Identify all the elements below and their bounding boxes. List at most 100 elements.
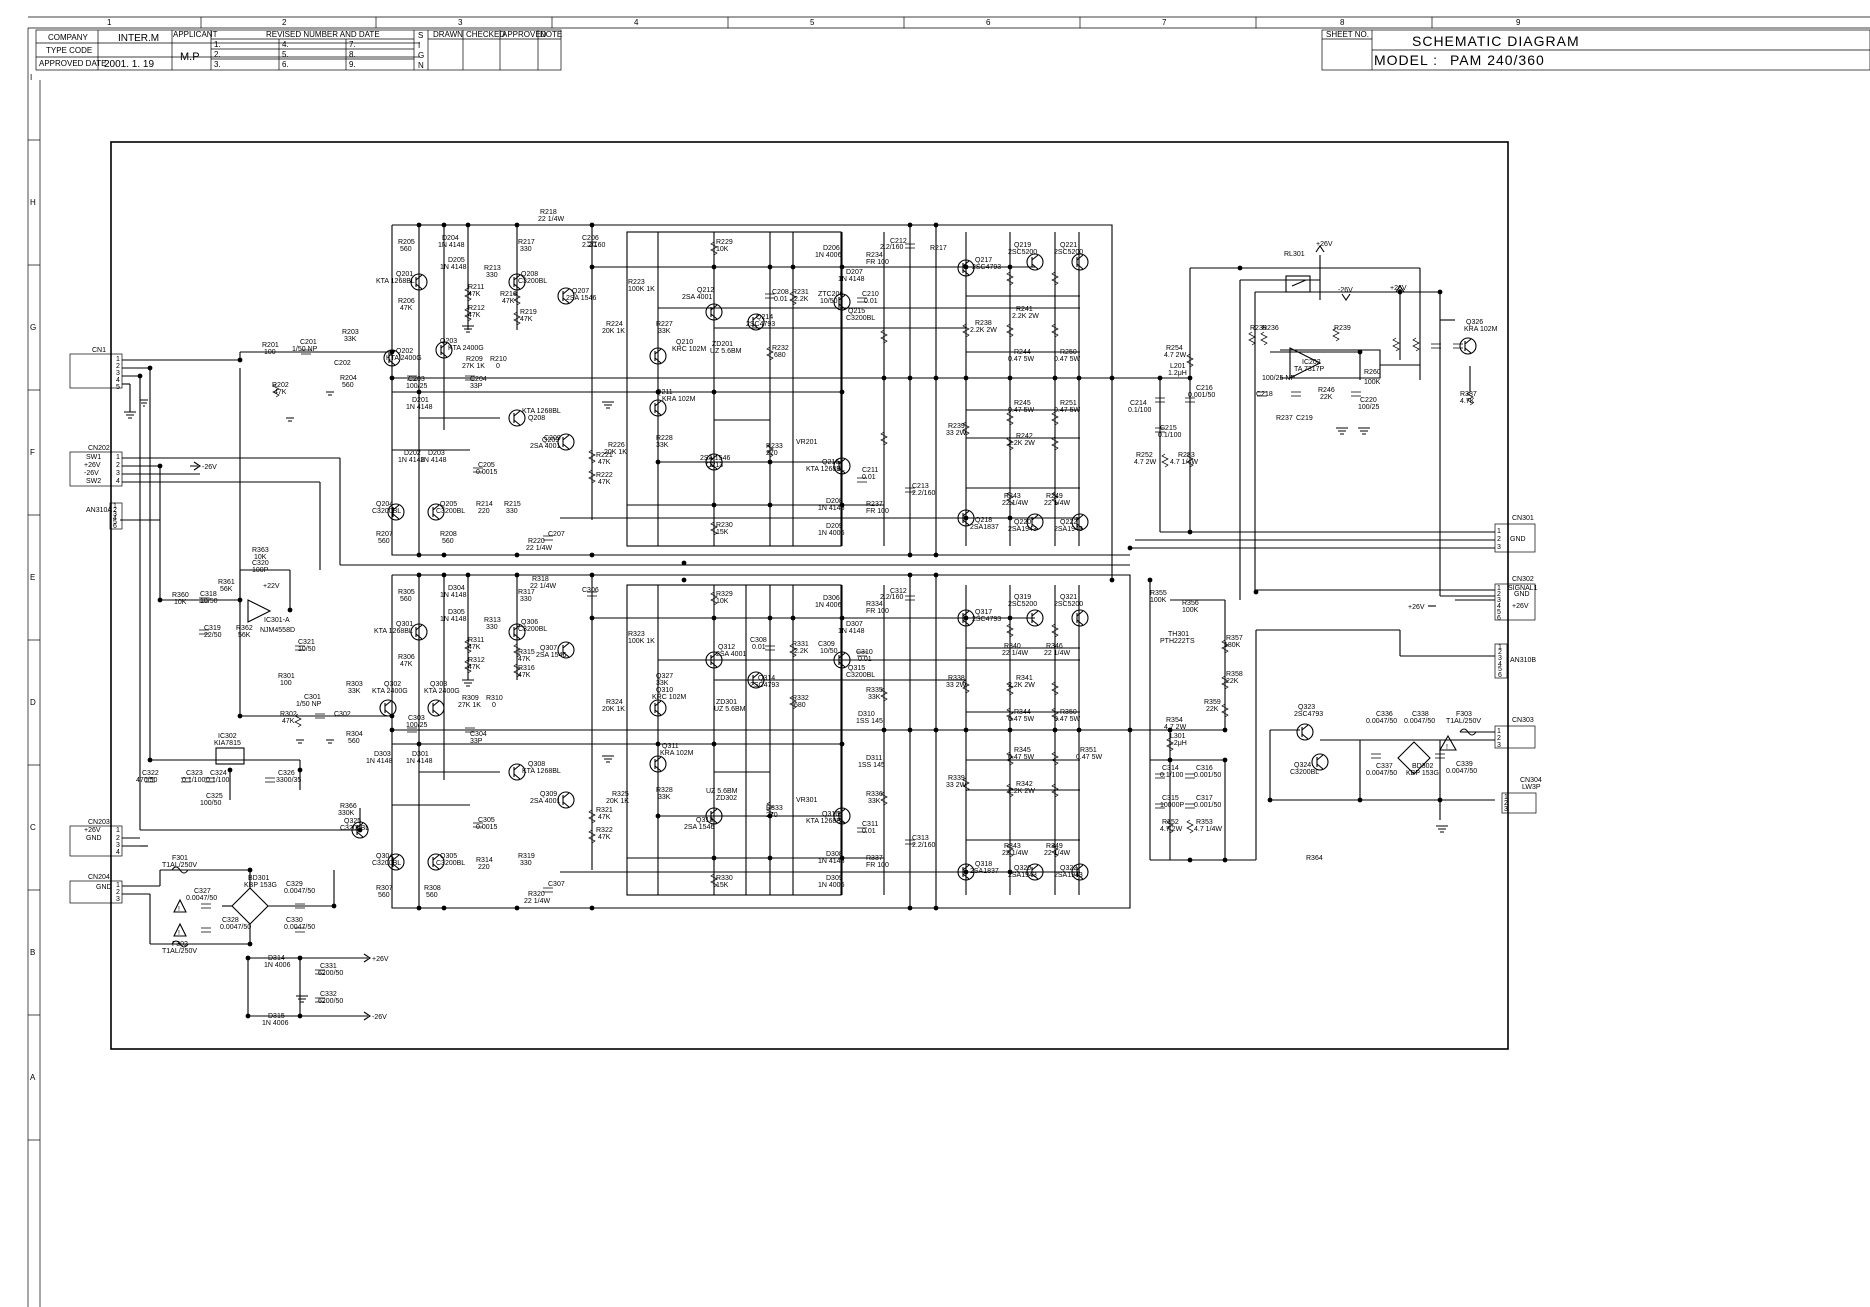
connector-labels: CN1 1 2 3 4 5 CN202 1 2 3 4 SW1 +26V -26… [84, 241, 1542, 1021]
component-label: R325 [612, 791, 629, 798]
cn202-pin3: 3 [116, 470, 120, 477]
component-label: C3200BL [372, 860, 401, 867]
component-label: 1N 4148 [440, 592, 467, 599]
capacitor-symbol [1185, 397, 1195, 403]
component-label: C203 [408, 376, 425, 383]
component-label: VR301 [796, 797, 818, 804]
component-label: 33K [868, 798, 881, 805]
component-label: C313 [912, 835, 929, 842]
component-label: 2SA 1546 [684, 824, 714, 831]
resistor-symbol [962, 421, 970, 436]
resistor-symbol [1051, 436, 1059, 451]
resistor-symbol [880, 431, 888, 446]
component-label: 2.2K 2W [1008, 788, 1035, 795]
component-label: R232 [772, 345, 789, 352]
resistor-symbol [789, 643, 797, 658]
component-label: 220 [478, 864, 490, 871]
junction-dot [514, 905, 520, 911]
resistor-symbol [464, 659, 472, 674]
component-label: Q320 [1014, 865, 1031, 872]
an310b-pin1: 1 [1498, 644, 1502, 651]
resistor-symbol [1006, 411, 1014, 426]
component-label: R350 [1060, 709, 1077, 716]
component-label: Q209 [542, 437, 559, 444]
component-label: R328 [656, 787, 673, 794]
component-label: 2.2K [794, 648, 809, 655]
junction-dot [907, 552, 913, 558]
component-label: R207 [376, 531, 393, 538]
component-label: C3200BL [436, 508, 465, 515]
component-label: C3200BL [340, 825, 369, 832]
resistor-symbol [1051, 783, 1059, 798]
junction-dot [1007, 375, 1013, 381]
junction-dot [416, 741, 422, 747]
component-label: 2SA1943 [1054, 526, 1083, 533]
junction-dot [907, 222, 913, 228]
component-label: C220 [1360, 397, 1377, 404]
component-label: D311 [866, 755, 882, 762]
rev-9: 9. [349, 60, 356, 69]
junction-dot [1007, 869, 1013, 875]
junction-dot [247, 867, 253, 873]
component-label: C311 [862, 821, 878, 828]
transistor-symbol [747, 671, 765, 689]
component-label: 2.2K 2W [1008, 440, 1035, 447]
component-label: 2SC5200 [1008, 601, 1037, 608]
component-label: R349 [1046, 843, 1063, 850]
junction-dot [1007, 615, 1013, 621]
component-label: R303 [346, 681, 363, 688]
connector-boxes [69, 353, 1537, 904]
component-label: Q202 [396, 348, 413, 355]
resistor-symbol [710, 591, 718, 606]
resistor-symbol [710, 873, 718, 888]
component-label: C314 [1162, 765, 1179, 772]
component-label: 33K [656, 442, 669, 449]
component-label: 100/25 NP [1262, 375, 1295, 382]
transistor-symbol [435, 341, 453, 359]
rev-4: 4. [282, 40, 289, 49]
transistor-symbol [1459, 337, 1477, 355]
component-label: D303 [374, 751, 391, 758]
component-label: 2SA1943 [1008, 872, 1037, 879]
rail-pos-26v-left: +26V [372, 956, 389, 963]
resistor-symbol [1006, 843, 1014, 858]
cn302-gnd: GND [1514, 591, 1530, 598]
an310b-pin2: 2 [1498, 649, 1502, 656]
cn202-sw1: SW1 [86, 454, 101, 461]
component-label: R315 [518, 649, 535, 656]
capacitor-symbol [1155, 427, 1165, 433]
title-block-text: COMPANY INTER.M TYPE CODE APPROVED DATE … [39, 30, 562, 70]
transistor-symbol [1296, 723, 1314, 741]
capacitor-symbol [1155, 397, 1165, 403]
component-label: KTA 1268BL [522, 408, 561, 415]
junction-dot [416, 905, 422, 911]
component-label: KTA 1268BL [522, 768, 561, 775]
component-label: 1.2μH [1168, 370, 1187, 377]
junction-dot [655, 813, 661, 819]
component-label: 0.47 5W [1008, 407, 1034, 414]
component-label: D306 [823, 595, 840, 602]
transistor-leads [513, 274, 521, 290]
capacitor-symbol [315, 969, 325, 975]
component-label: D314 [268, 955, 285, 962]
component-label: C210 [862, 291, 879, 298]
component-label: R230 [716, 522, 733, 529]
component-label: 2.2/160 [582, 242, 605, 249]
component-label: C336 [1376, 711, 1393, 718]
rl301-relay [1285, 275, 1311, 293]
component-label: R363 [252, 547, 269, 554]
component-label: 47K [274, 389, 287, 396]
component-label: C307 [548, 881, 565, 888]
approved-label: APPROVED [502, 30, 547, 39]
cn303-pin3: 3 [1497, 742, 1501, 749]
component-label: 22 1/4W [524, 898, 550, 905]
component-label: R241 [1016, 306, 1033, 313]
junction-dot [416, 222, 422, 228]
component-label: 6200/50 [318, 998, 343, 1005]
transistor-leads [562, 288, 570, 304]
component-label: R353 [1196, 819, 1213, 826]
component-label: D202 [404, 450, 421, 457]
component-label: 1N 4006 [815, 252, 842, 259]
component-label: 22 1/4W [530, 583, 556, 590]
component-label: 10K [716, 246, 729, 253]
